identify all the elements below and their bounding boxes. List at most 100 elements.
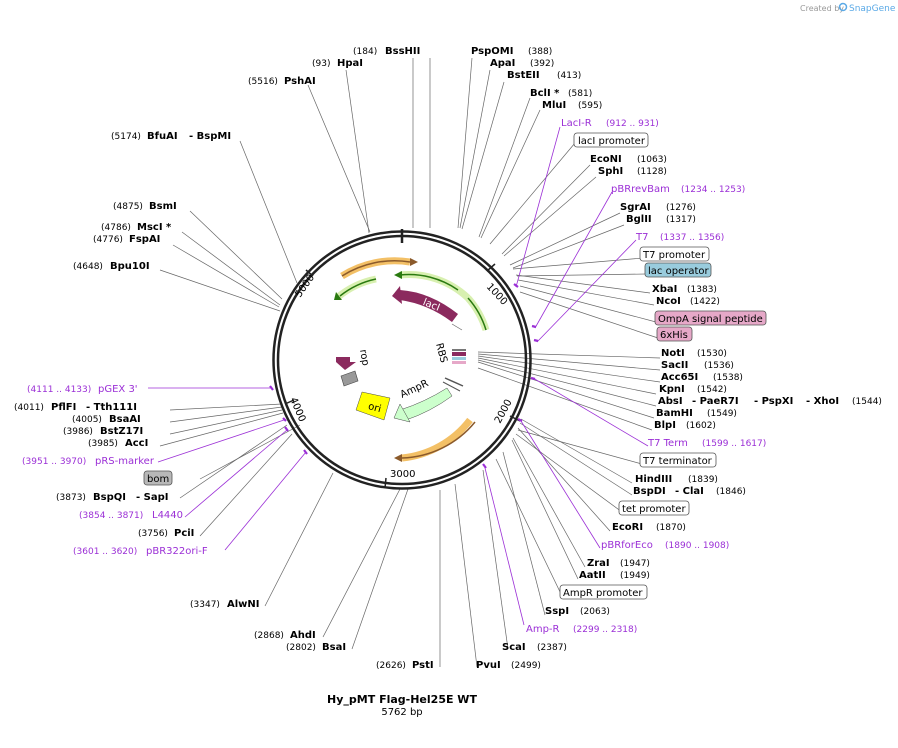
feature-box-6xhis	[656, 326, 693, 342]
enzyme-name: AccI	[125, 438, 148, 449]
primer-range: (912 .. 931)	[606, 119, 659, 129]
enzyme-name: HpaI	[337, 58, 363, 69]
enzyme-name: PstI	[412, 660, 434, 671]
enzyme-pos: (1063)	[637, 155, 667, 165]
enzyme-name: NcoI	[656, 296, 681, 307]
plasmid-title: Hy_pMT Flag-Hel25E WT	[327, 693, 477, 706]
primer-name: pGEX 3'	[98, 384, 138, 395]
lacI-arrow-head-icon	[392, 286, 402, 304]
enzyme-name: EcoNI	[590, 154, 622, 165]
primer-range: (1599 .. 1617)	[702, 439, 766, 449]
green-arc-lacI-line	[399, 273, 459, 291]
feature-box-ampr-promoter	[559, 584, 648, 600]
enzyme-name: BsmI	[149, 201, 177, 212]
credit-brand: SnapGene	[849, 4, 896, 14]
enzyme-pos: (1947)	[620, 559, 650, 569]
enzyme-pos: (392)	[530, 59, 554, 69]
enzyme-pos: (388)	[528, 47, 552, 57]
enzyme-pos: (1276)	[666, 203, 696, 213]
enzyme-name: HindIII	[635, 474, 672, 485]
enzyme-name: ZraI	[587, 558, 610, 569]
enzyme-pos: (4875)	[113, 202, 143, 212]
enzyme-pos: (3986)	[63, 427, 93, 437]
primer-name: pBRrevBam	[611, 184, 670, 195]
enzyme-pos: (3756)	[138, 529, 168, 539]
primer-name: pBRforEco	[601, 540, 653, 551]
enzyme-pos: (1317)	[666, 215, 696, 225]
enzyme-pos: (1839)	[688, 475, 718, 485]
enzyme-name: SacII	[661, 360, 688, 371]
enzyme-name: BspQI	[93, 492, 126, 503]
ampr-label: AmpR	[399, 378, 431, 401]
enzyme-pos: (1949)	[620, 571, 650, 581]
enzyme-name: AbsI	[658, 396, 683, 407]
backbone-inner	[272, 230, 532, 490]
rbs-marker-4	[452, 349, 466, 351]
green-arc-right-line	[467, 297, 487, 331]
enzyme-name-2: - PaeR7I	[692, 396, 739, 407]
enzyme-name: ScaI	[502, 642, 526, 653]
primer-name: T7	[635, 232, 648, 243]
enzyme-pos: (1542)	[697, 385, 727, 395]
enzyme-pos: (4648)	[73, 262, 103, 272]
arrow-head-icon	[394, 454, 402, 462]
feature-label: 6xHis	[660, 330, 688, 341]
enzyme-pos: (4786)	[101, 223, 131, 233]
small-feature-bar	[442, 381, 461, 392]
enzyme-name: BssHII	[385, 46, 420, 57]
enzyme-pos: (595)	[578, 101, 602, 111]
feature-box-lac-operator	[644, 262, 712, 278]
enzyme-pos: (3347)	[190, 600, 220, 610]
enzyme-name-3: - PspXI	[754, 396, 793, 407]
rbs-marker-2	[452, 357, 466, 360]
feature-box-t7-promoter	[639, 246, 710, 262]
enzyme-name: MluI	[542, 100, 566, 111]
feature-label: AmpR promoter	[563, 588, 643, 599]
enzyme-pos: (2387)	[537, 643, 567, 653]
feature-box-t7-terminator	[639, 452, 717, 468]
enzyme-name: BglII	[626, 214, 652, 225]
primer-range: (3951 .. 3970)	[22, 457, 86, 467]
enzyme-name: PvuI	[476, 660, 501, 671]
primer-name: T7 Term	[647, 438, 688, 449]
enzyme-pos: (2626)	[376, 661, 406, 671]
feature-label: T7 terminator	[642, 456, 713, 467]
enzyme-name: AlwNI	[227, 599, 260, 610]
feature-box-bom	[143, 470, 173, 486]
lacI-tail-line	[451, 323, 463, 331]
enzyme-name: NotI	[661, 348, 685, 359]
primer-range: (2299 .. 2318)	[573, 625, 637, 635]
enzyme-name: BsaI	[322, 642, 346, 653]
feature-box-ompa	[654, 310, 767, 326]
enzyme-name: BfuAI	[147, 131, 178, 142]
credit-prefix: Created by	[800, 4, 844, 13]
enzyme-pos: (1549)	[707, 409, 737, 419]
primer-name: Amp-R	[526, 624, 560, 635]
rop-label: rop	[357, 349, 371, 367]
rop-feature	[336, 357, 356, 370]
enzyme-name: XbaI	[652, 284, 677, 295]
connector-lines	[159, 57, 661, 668]
tick-label-4000: 4000	[287, 396, 307, 424]
feature-box-lacI-promoter	[573, 132, 649, 148]
enzyme-name: PshAI	[284, 76, 316, 87]
ori-feature	[355, 391, 391, 421]
ring-feature-ticks	[269, 283, 539, 469]
feature-label: tet promoter	[622, 504, 686, 515]
feature-label: lacI promoter	[578, 136, 646, 147]
enzyme-name: ApaI	[490, 58, 515, 69]
primer-name: pRS-marker	[95, 456, 155, 467]
primer-range: (1234 .. 1253)	[681, 185, 745, 195]
orange-arc-bottom-line	[401, 421, 476, 459]
enzyme-name: BamHI	[656, 408, 693, 419]
enzyme-pos: (2802)	[286, 643, 316, 653]
enzyme-pos: (1544)	[852, 397, 882, 407]
enzyme-name-2: - ClaI	[675, 486, 704, 497]
plasmid-length: 5762 bp	[381, 707, 422, 718]
enzyme-pos: (413)	[557, 71, 581, 81]
feature-label: bom	[147, 474, 169, 485]
enzyme-name: AatII	[579, 570, 606, 581]
tick-label-2000: 2000	[493, 398, 515, 426]
orange-arc-top-left-line	[341, 260, 411, 277]
